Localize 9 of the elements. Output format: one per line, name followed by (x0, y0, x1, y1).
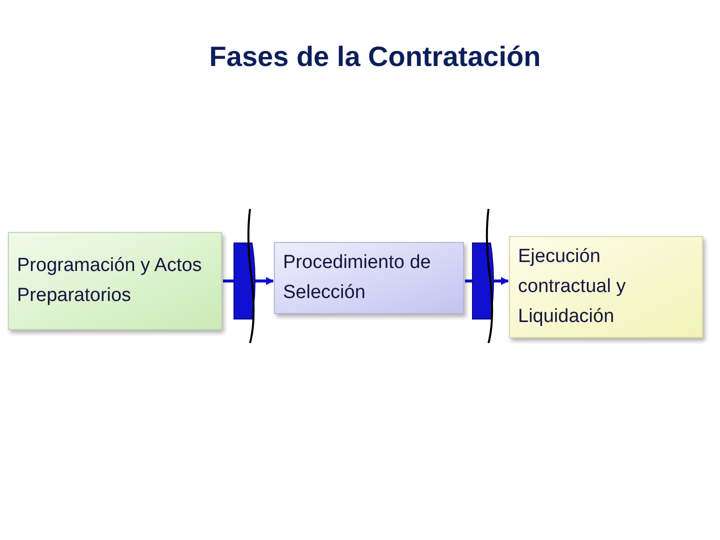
phase-label: Procedimiento de Selección (283, 251, 432, 305)
block-arrow (223, 208, 274, 344)
phase-box (8, 232, 222, 330)
phase-label: Ejecución contractual y Liquidación (518, 245, 627, 329)
block-arrow (465, 208, 509, 344)
title: Fases de la Contratación (208, 40, 542, 74)
phase-box (274, 242, 464, 314)
phase-label: Programación y Actos Preparatorios (17, 254, 203, 308)
phase-box (509, 236, 703, 338)
